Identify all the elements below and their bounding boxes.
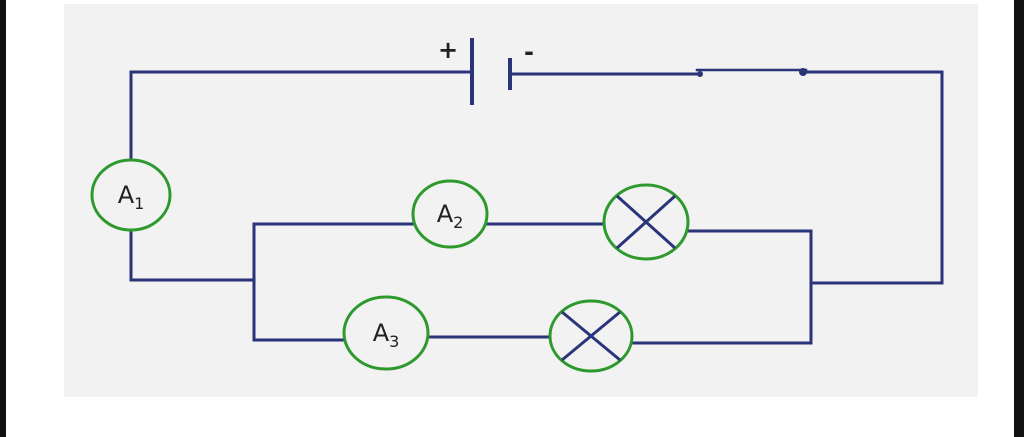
ammeter-a3: A3 [342, 295, 430, 371]
left-frame-edge [0, 0, 6, 437]
svg-text:A3: A3 [373, 319, 400, 351]
battery-negative-sign: - [524, 38, 534, 66]
ammeter-a3-subscript: 3 [389, 332, 399, 351]
battery-positive-sign: + [438, 36, 458, 64]
diagram-panel [64, 4, 978, 397]
battery: + - [438, 36, 534, 105]
lamp-2 [548, 299, 634, 373]
switch-contact-right [799, 68, 807, 76]
svg-text:A1: A1 [118, 181, 145, 213]
wires [129, 70, 944, 345]
switch-contact-left [697, 71, 703, 77]
ammeter-a2: A2 [411, 179, 489, 249]
switch [695, 68, 808, 77]
ammeter-a1: A1 [90, 158, 172, 232]
ammeter-a3-letter: A [373, 319, 390, 347]
svg-text:A2: A2 [437, 200, 464, 232]
ammeter-a1-subscript: 1 [134, 194, 144, 213]
wire-a1-to-junction [129, 228, 256, 282]
ammeter-a2-subscript: 2 [453, 213, 463, 232]
wire-top-left [129, 70, 474, 162]
wire-lamp1-to-right [686, 229, 813, 345]
right-frame-edge [1014, 0, 1024, 437]
ammeter-a1-letter: A [118, 181, 135, 209]
ammeter-a2-letter: A [437, 200, 454, 228]
wire-switch-to-right [804, 70, 944, 285]
lamp-1 [602, 183, 690, 261]
